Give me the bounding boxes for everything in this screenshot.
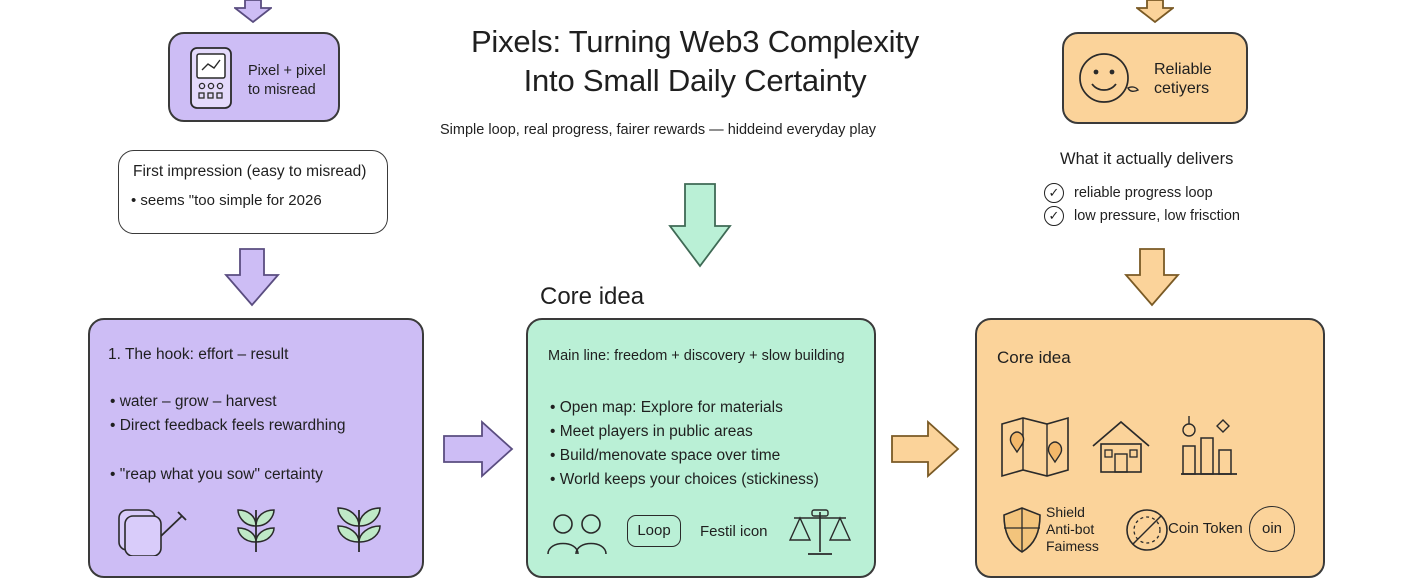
diagram-title: Pixels: Turning Web3 Complexity Into Sma… xyxy=(430,22,960,100)
arrow-right-left xyxy=(443,420,514,478)
core-item: Open map: Explore for materials xyxy=(550,396,819,420)
reliable-box: Reliable cetiyers xyxy=(1062,32,1248,124)
hook-box: 1. The hook: effort – result • water – g… xyxy=(88,318,424,578)
watering-can-icon xyxy=(118,509,187,556)
check-circle-icon: ✓ xyxy=(1044,183,1064,203)
core-item: World keeps your choices (stickiness) xyxy=(550,468,819,492)
shield-icon xyxy=(1003,507,1041,553)
arrow-top-left xyxy=(234,0,272,24)
arrow-top-right xyxy=(1136,0,1174,24)
core-item: Meet players in public areas xyxy=(550,420,819,444)
shield-line-1: Shield xyxy=(1046,504,1085,520)
delivers-item-label: low pressure, low frisction xyxy=(1074,208,1240,224)
core-list: Open map: Explore for materials Meet pla… xyxy=(550,396,819,492)
pixel-box-line-1: Pixel + pixel xyxy=(248,63,326,79)
first-impression-box: First impression (easy to misread) • see… xyxy=(118,150,388,234)
delivers-item: ✓ reliable progress loop xyxy=(1044,182,1240,205)
delivers-list: ✓ reliable progress loop ✓ low pressure, l… xyxy=(1044,182,1240,228)
core-item: Build/menovate space over time xyxy=(550,444,819,468)
coin-token-icon xyxy=(1126,509,1168,551)
coin-circle-icon: oin xyxy=(1249,506,1295,552)
arrow-right-right xyxy=(891,420,960,478)
delivers-item: ✓ low pressure, low frisction xyxy=(1044,205,1240,228)
coin-token-label: Coin Token xyxy=(1168,520,1243,537)
hook-item: • "reap what you sow" certainty xyxy=(110,466,323,483)
festil-icon-label: Festil icon xyxy=(700,523,768,540)
core-heading: Main line: freedom + discovery + slow bu… xyxy=(548,348,845,364)
title-line-2: Into Small Daily Certainty xyxy=(523,63,867,98)
arrow-down-right xyxy=(1124,248,1180,307)
coin-circle-label: oin xyxy=(1261,520,1283,537)
right-core-heading: Core idea xyxy=(997,348,1071,367)
hook-heading: 1. The hook: effort – result xyxy=(108,346,289,363)
hook-item: • water – grow – harvest xyxy=(110,393,277,410)
core-idea-label: Core idea xyxy=(540,283,645,310)
plant-growing-icon xyxy=(337,507,381,552)
pixel-misread-box: Pixel + pixel to misread xyxy=(168,32,340,122)
delivers-item-label: reliable progress loop xyxy=(1074,185,1213,201)
pixel-device-icon xyxy=(190,47,232,109)
shield-line-2: Anti-bot xyxy=(1046,521,1095,537)
loop-label: Loop xyxy=(637,522,671,539)
players-icon xyxy=(547,514,607,555)
first-impression-bullet: • seems "too simple for 2026 xyxy=(131,192,322,209)
delivers-heading: What it actually delivers xyxy=(1060,150,1234,168)
check-circle-icon: ✓ xyxy=(1044,206,1064,226)
smiley-face-icon xyxy=(1079,53,1140,103)
diagram-subtitle: Simple loop, real progress, fairer rewar… xyxy=(440,122,877,138)
pixel-box-line-2: to misread xyxy=(248,82,316,98)
hook-item: • Direct feedback feels rewardhing xyxy=(110,417,346,434)
map-icon xyxy=(1001,416,1069,478)
reliable-line-2: cetiyers xyxy=(1154,80,1210,97)
core-box: Main line: freedom + discovery + slow bu… xyxy=(526,318,876,578)
loop-badge: Loop xyxy=(627,515,681,547)
house-icon xyxy=(1092,420,1150,473)
right-core-box: Core idea Shield Anti-bot Faimess Coin T… xyxy=(975,318,1325,578)
balance-scale-icon xyxy=(788,509,852,555)
first-impression-heading: First impression (easy to misread) xyxy=(133,163,367,180)
arrow-down-center xyxy=(668,183,732,268)
arrow-down-left xyxy=(224,248,280,307)
town-building-icon xyxy=(1181,416,1237,475)
plant-sprout-icon xyxy=(237,509,275,552)
title-line-1: Pixels: Turning Web3 Complexity xyxy=(470,24,920,59)
reliable-line-1: Reliable xyxy=(1154,61,1212,78)
shield-line-3: Faimess xyxy=(1046,538,1099,554)
